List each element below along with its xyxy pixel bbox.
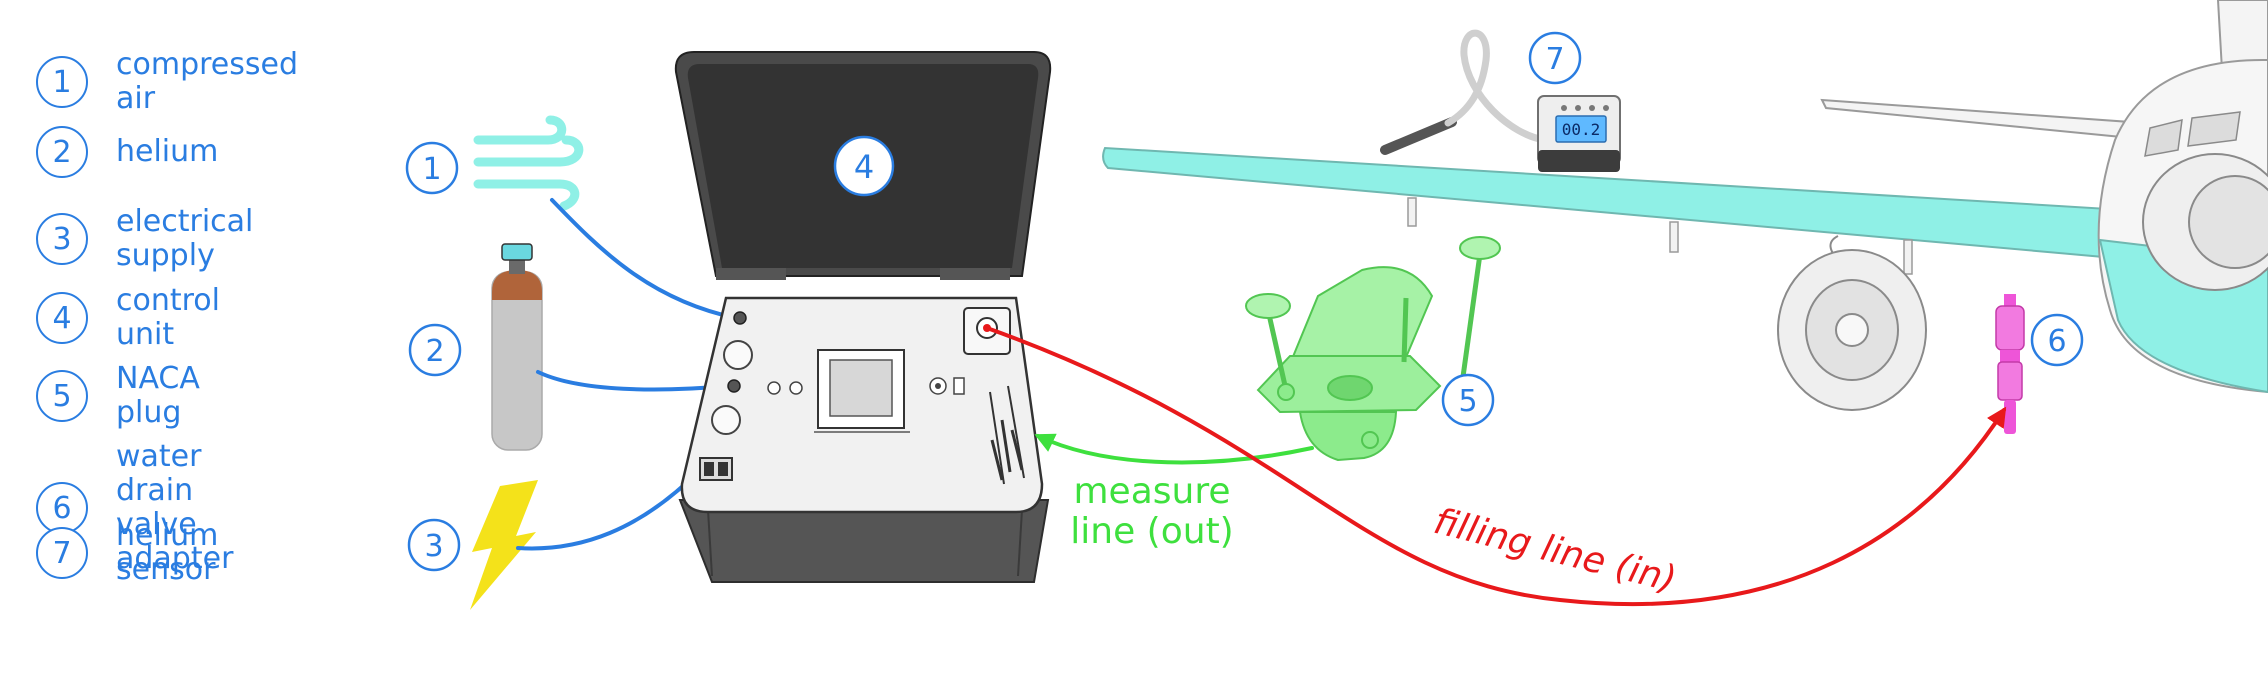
legend-label: helium (116, 134, 219, 169)
callout-electrical-supply: 3 (407, 518, 461, 572)
legend-label: compressed air (116, 47, 299, 116)
naca-plug (1245, 236, 1501, 462)
legend-label: electrical supply (116, 204, 254, 273)
measure-line (1034, 433, 1314, 465)
legend-number: 1 (36, 56, 88, 108)
svg-text:5: 5 (1458, 384, 1477, 419)
legend-number: 3 (36, 213, 88, 265)
legend-item-naca-plug: 5 NACA plug (36, 362, 200, 430)
legend-item-electrical-supply: 3 electrical supply (36, 205, 253, 273)
legend-label: control unit (116, 283, 220, 352)
legend-label: helium sensor (116, 518, 219, 587)
water-drain-valve-adapter (1995, 294, 2025, 434)
callout-helium: 2 (408, 323, 462, 377)
svg-text:4: 4 (854, 148, 874, 186)
measure-line-label: measure (1073, 471, 1230, 512)
legend-number: 5 (36, 370, 88, 422)
legend-number: 2 (36, 126, 88, 178)
compressed-air-icon (473, 115, 584, 211)
legend-item-compressed-air: 1 compressed air (36, 48, 298, 116)
helium-cylinder (491, 243, 543, 451)
legend-item-control-unit: 4 control unit (36, 284, 220, 352)
legend-number: 4 (36, 292, 88, 344)
callout-control-unit: 4 (833, 135, 895, 197)
legend-label: NACA plug (116, 361, 200, 430)
filling-line-label: filling line (in) (1430, 501, 1680, 601)
airplane (1102, 0, 2268, 411)
svg-text:6: 6 (2047, 324, 2066, 359)
callout-compressed-air: 1 (405, 141, 459, 195)
helium-sensor: 00.2 (1380, 29, 1621, 172)
legend-item-helium-sensor: 7 helium sensor (36, 519, 218, 587)
legend-label: water drain valve adapter (116, 439, 234, 576)
svg-text:1: 1 (422, 152, 441, 187)
filling-line (985, 326, 2007, 607)
lightning-icon (470, 480, 538, 610)
legend-item-water-drain-valve-adapter: 6 water drain valve adapter (36, 440, 233, 576)
control-unit (674, 51, 1052, 583)
callout-drain-adapter: 6 (2030, 313, 2084, 367)
svg-text:7: 7 (1545, 42, 1564, 77)
legend-number: 6 (36, 482, 88, 534)
svg-text:3: 3 (424, 529, 443, 564)
legend-number: 7 (36, 527, 88, 579)
callout-naca-plug: 5 (1441, 373, 1495, 427)
callout-helium-sensor: 7 (1528, 31, 1582, 85)
measure-line-label-2: line (out) (1070, 511, 1233, 552)
svg-text:2: 2 (425, 334, 444, 369)
sensor-display-value: 00.2 (1562, 120, 1601, 139)
supply-lines (516, 198, 738, 551)
legend-item-helium: 2 helium (36, 126, 218, 178)
